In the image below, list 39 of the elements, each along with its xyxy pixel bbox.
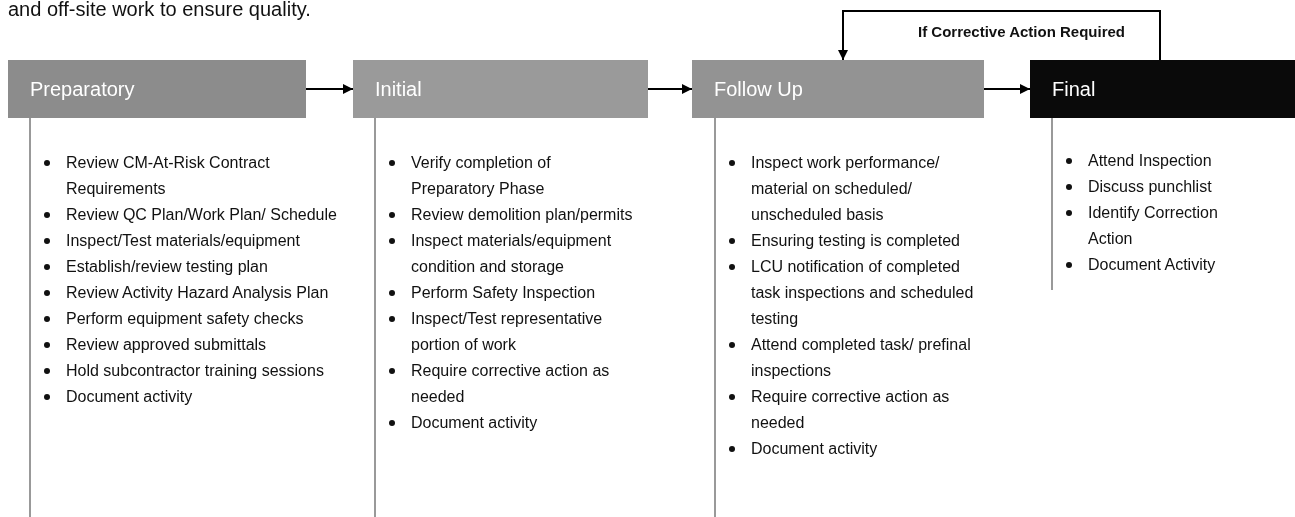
task-item: Inspect work performance/ material on scheduled/ unscheduled basis (751, 154, 940, 223)
phase-header (1030, 60, 1295, 118)
task-item: Review QC Plan/Work Plan/ Schedule (66, 206, 337, 223)
task-item: Inspect materials/equipment condition and storage (411, 232, 612, 275)
task-item: Review Activity Hazard Analysis Plan (66, 284, 329, 301)
task-item: Establish/review testing plan (66, 258, 268, 275)
task-item: Perform equipment safety checks (66, 310, 304, 327)
task-item: Identify Correction Action (1088, 204, 1218, 247)
task-item: Ensuring testing is completed (751, 232, 960, 249)
task-item: Discuss punchlist (1088, 178, 1212, 195)
phase-title: Preparatory (30, 77, 135, 101)
arrow (647, 84, 693, 94)
phase-title: Final (1052, 77, 1096, 101)
phase-header (692, 60, 984, 118)
task-item: Hold subcontractor training sessions (66, 362, 324, 379)
task-item: Review CM-At-Risk Contract Requirements (66, 154, 270, 197)
task-item: Document activity (411, 414, 538, 431)
task-item: Require corrective action as needed (411, 362, 610, 405)
phase-header (353, 60, 648, 118)
note-text: and off-site work to ensure quality. (8, 0, 311, 21)
task-item: LCU notification of completed task inspections and scheduled testing (751, 258, 974, 327)
task-item: Perform Safety Inspection (411, 284, 596, 301)
task-item: Document activity (751, 440, 878, 457)
task-item: Attend Inspection (1088, 152, 1212, 169)
arrow (838, 10, 1161, 61)
task-item: Review approved submittals (66, 336, 267, 353)
phase-title: Initial (375, 77, 422, 101)
phase-header (8, 60, 306, 118)
task-item: Review demolition plan/permits (411, 206, 633, 223)
task-item: Inspect/Test representative portion of work (411, 310, 603, 353)
task-item: Document Activity (1088, 256, 1216, 273)
task-item: Require corrective action as needed (751, 388, 950, 431)
phase-title: Follow Up (714, 77, 803, 101)
task-item: Attend completed task/ prefinal inspections (751, 336, 971, 379)
task-item: Inspect/Test materials/equipment (66, 232, 300, 249)
task-item: Document activity (66, 388, 193, 405)
arrow (983, 84, 1031, 94)
arrow (305, 84, 354, 94)
task-item: Verify completion of Preparatory Phase (411, 154, 551, 197)
